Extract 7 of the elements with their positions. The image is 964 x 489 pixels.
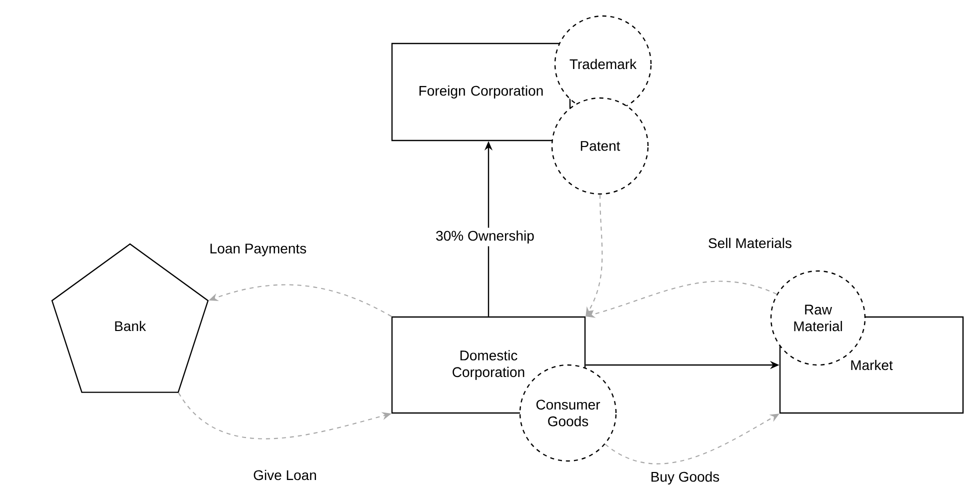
edge-label: 30% Ownership [432,228,538,246]
bank-pentagon: Bank [51,243,209,393]
edge-label: Give Loan [250,467,320,483]
edge-label: Sell Materials [705,235,795,251]
edge-label: Buy Goods [648,468,722,488]
edge-label: Loan Payments [206,241,310,259]
corporation-box: Foreign Corporation [391,42,571,142]
